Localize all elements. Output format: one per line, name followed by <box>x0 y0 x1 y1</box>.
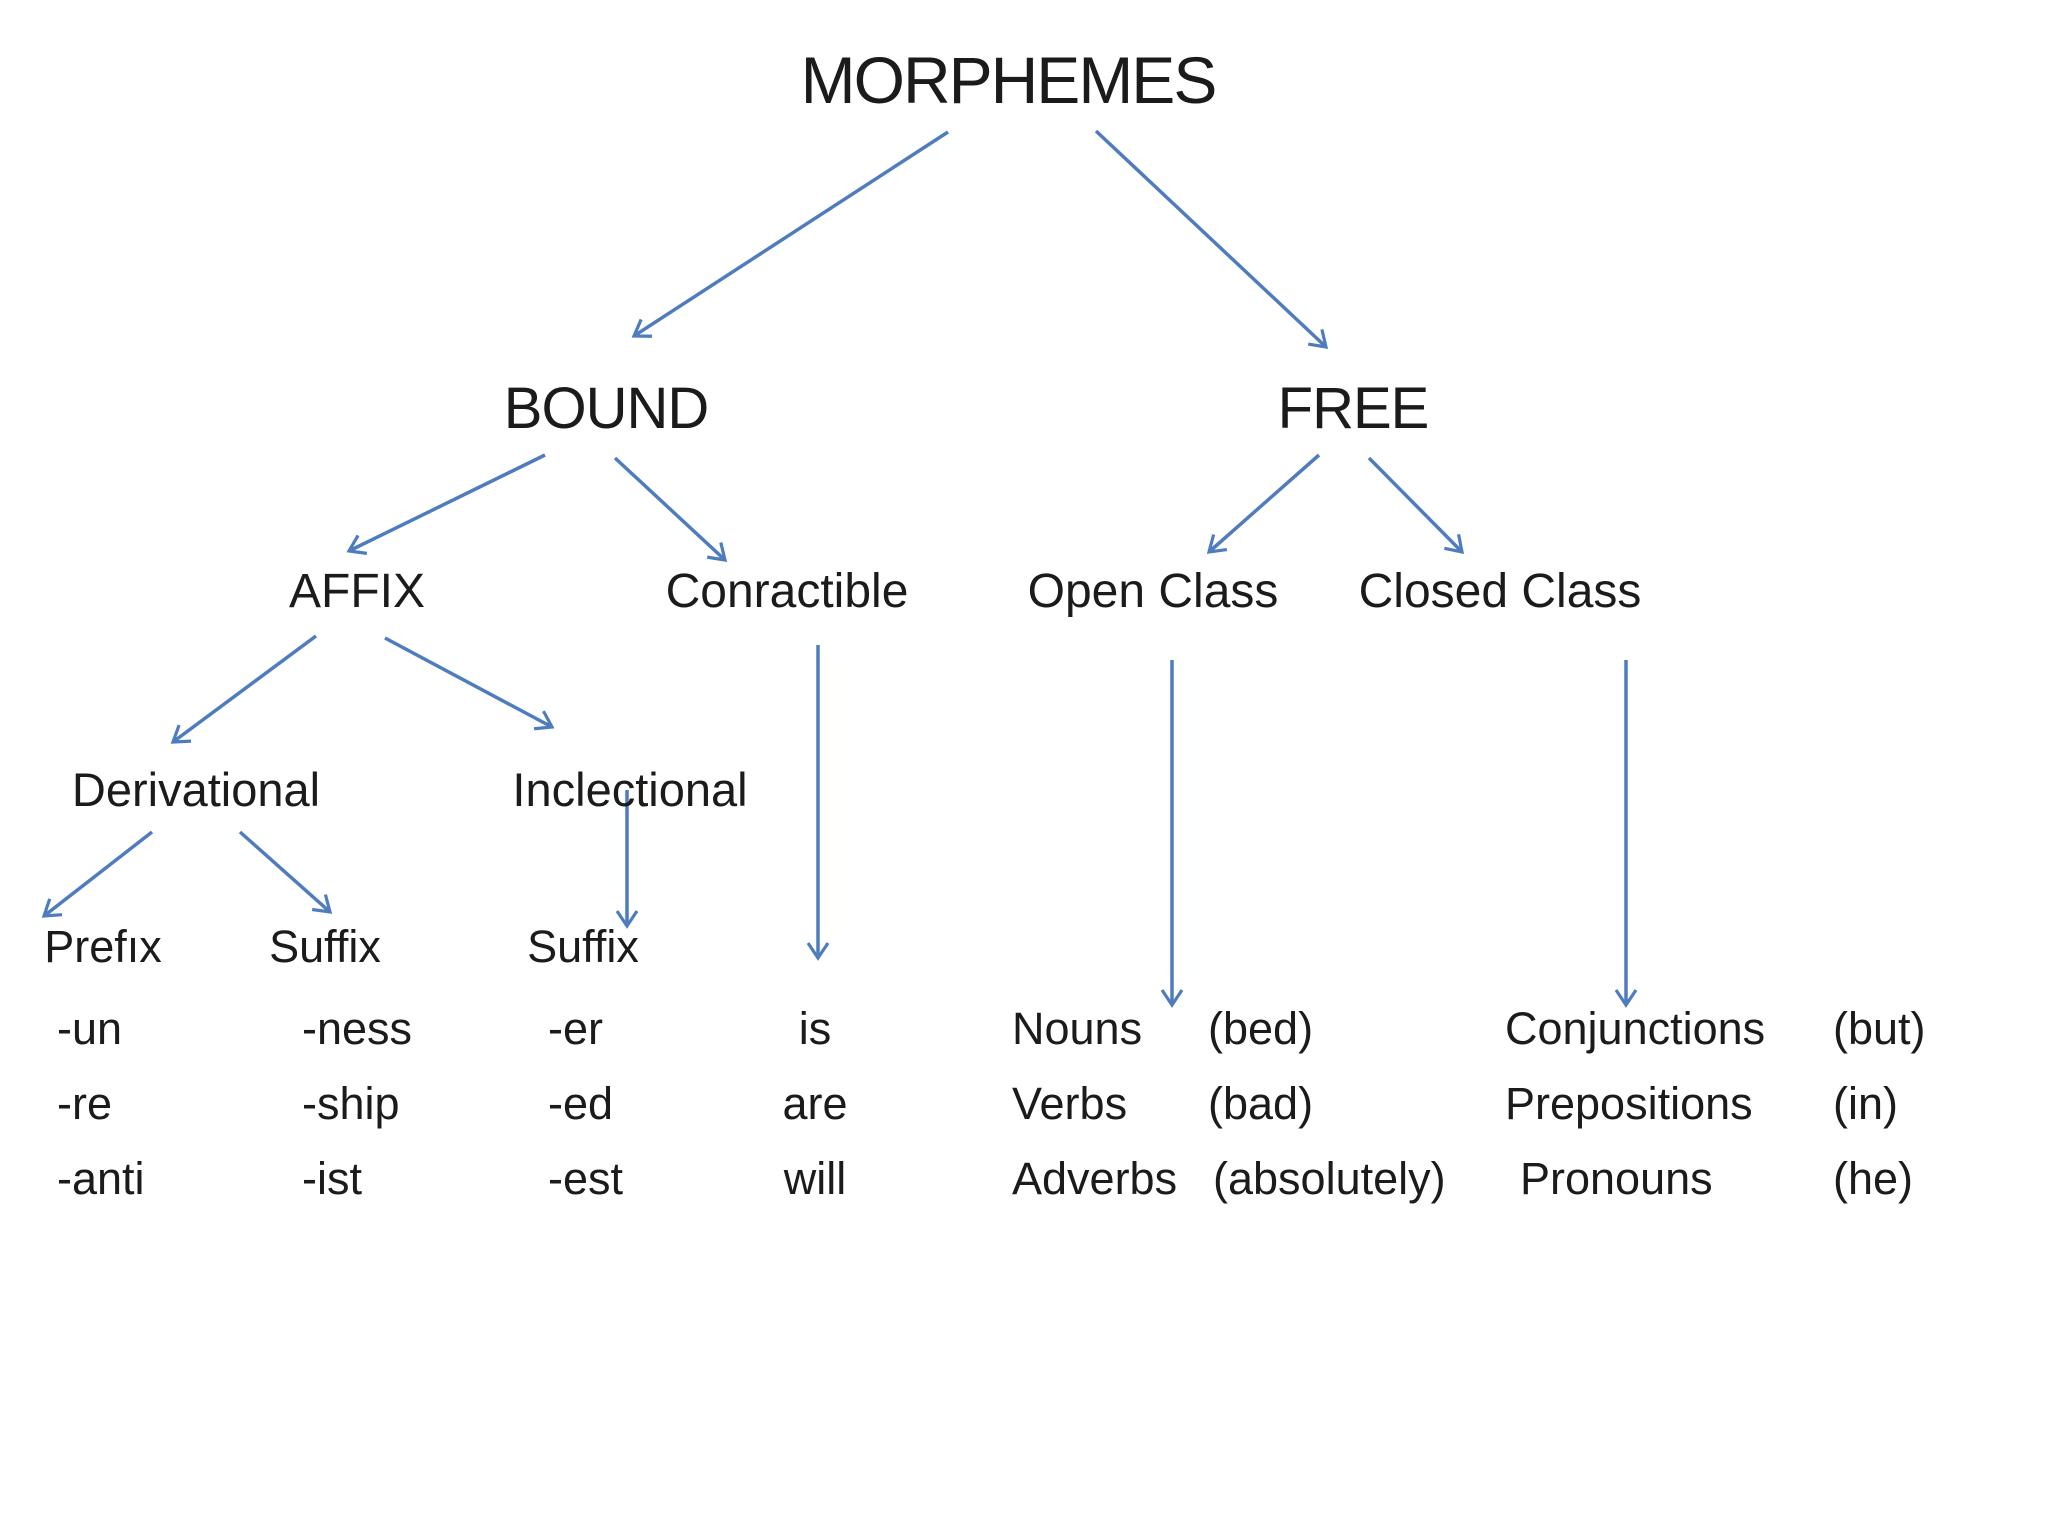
example-contractible-3: will <box>783 1153 847 1204</box>
arrow-bound-affix <box>346 453 546 555</box>
arrow-derivational-prefix <box>41 830 154 918</box>
open-class-example-2: (bad) <box>1208 1078 1314 1129</box>
example-prefix-1: -un <box>57 1003 123 1054</box>
arrow-derivational-suffix <box>238 830 333 914</box>
open-class-word-3: Adverbs <box>1012 1153 1178 1204</box>
node-bound: BOUND <box>503 376 709 441</box>
arrow-affix-derivational <box>170 634 318 744</box>
arrow-morphemes-bound <box>631 130 949 338</box>
closed-class-example-2: (in) <box>1833 1078 1898 1129</box>
node-contractible: Conractible <box>665 565 909 618</box>
closed-class-word-1: Conjunctions <box>1505 1003 1766 1054</box>
node-affix: AFFIX <box>288 565 426 618</box>
open-class-word-2: Verbs <box>1012 1078 1128 1129</box>
arrow-bound-contractible <box>613 456 728 562</box>
arrow-free-closed-class <box>1367 456 1465 555</box>
node-free: FREE <box>1277 376 1430 441</box>
example-contractible-2: are <box>782 1078 848 1129</box>
arrow-affix-inflectional <box>384 636 555 731</box>
node-derivational: Derivational <box>71 763 321 816</box>
node-closed-class: Closed Class <box>1358 565 1642 618</box>
closed-class-example-3: (he) <box>1833 1153 1914 1204</box>
node-prefix: Prefıx <box>44 921 162 972</box>
example-prefix-2: -re <box>57 1078 112 1129</box>
node-open-class: Open Class <box>1027 565 1279 618</box>
example-prefix-3: -anti <box>57 1153 145 1204</box>
example-suffix-infl-3: -est <box>548 1153 624 1204</box>
example-suffix-infl-1: -er <box>548 1003 603 1054</box>
arrow-free-open-class <box>1206 453 1321 554</box>
example-suffix-deriv-3: -ist <box>302 1153 362 1204</box>
example-suffix-deriv-2: -ship <box>302 1078 400 1129</box>
open-class-example-3: (absolutely) <box>1213 1153 1446 1204</box>
closed-class-example-1: (but) <box>1833 1003 1926 1054</box>
arrow-morphemes-free <box>1094 129 1329 349</box>
node-inflectional: Inclectional <box>512 763 748 816</box>
node-suffix-derivational: Suffix <box>269 921 381 972</box>
example-suffix-deriv-1: -ness <box>302 1003 413 1054</box>
open-class-word-1: Nouns <box>1012 1003 1143 1054</box>
closed-class-word-2: Prepositions <box>1505 1078 1753 1129</box>
example-suffix-infl-2: -ed <box>548 1078 614 1129</box>
node-morphemes: MORPHEMES <box>800 43 1218 117</box>
example-contractible-1: is <box>798 1003 832 1054</box>
node-suffix-inflectional: Suffix <box>527 921 639 972</box>
closed-class-word-3: Pronouns <box>1520 1153 1713 1204</box>
open-class-example-1: (bed) <box>1208 1003 1314 1054</box>
